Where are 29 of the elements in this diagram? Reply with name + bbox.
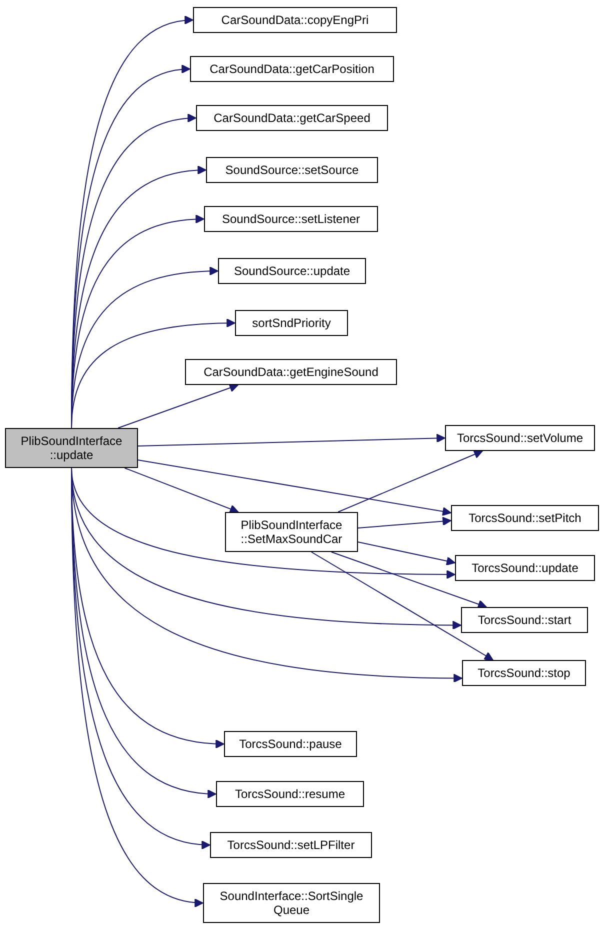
function-box: TorcsSound::stop	[462, 660, 586, 686]
function-box: TorcsSound::start	[461, 607, 588, 633]
function-box: SoundSource::setListener	[204, 206, 378, 232]
call-arrow	[118, 384, 238, 428]
function-box: CarSoundData::getEngineSound	[185, 359, 397, 385]
call-arrow	[138, 460, 452, 516]
function-box: SoundSource::update	[218, 258, 366, 284]
call-arrow	[330, 552, 487, 608]
call-arrow	[358, 542, 456, 566]
function-box: CarSoundData::getCarSpeed	[196, 105, 388, 131]
focus-function-box: PlibSoundInterface ::update	[5, 428, 138, 468]
call-arrow	[138, 434, 446, 446]
function-box: TorcsSound::setPitch	[451, 505, 599, 531]
call-arrow	[358, 516, 452, 528]
function-box: TorcsSound::resume	[216, 781, 364, 807]
function-box: PlibSoundInterface ::SetMaxSoundCar	[225, 512, 358, 552]
call-arrow	[71, 318, 236, 428]
function-box: TorcsSound::setLPFilter	[210, 832, 372, 858]
function-box: sortSndPriority	[235, 310, 348, 336]
function-box: CarSoundData::copyEngPri	[193, 7, 397, 33]
function-box: TorcsSound::pause	[224, 731, 357, 757]
function-box: SoundSource::setSource	[206, 157, 378, 183]
call-arrow	[124, 468, 239, 514]
function-box: CarSoundData::getCarPosition	[190, 56, 394, 82]
function-box: SoundInterface::SortSingle Queue	[203, 883, 380, 923]
call-arrow	[310, 552, 494, 660]
function-box: TorcsSound::update	[455, 555, 595, 581]
call-arrow	[338, 450, 483, 512]
function-box: TorcsSound::setVolume	[445, 425, 595, 451]
